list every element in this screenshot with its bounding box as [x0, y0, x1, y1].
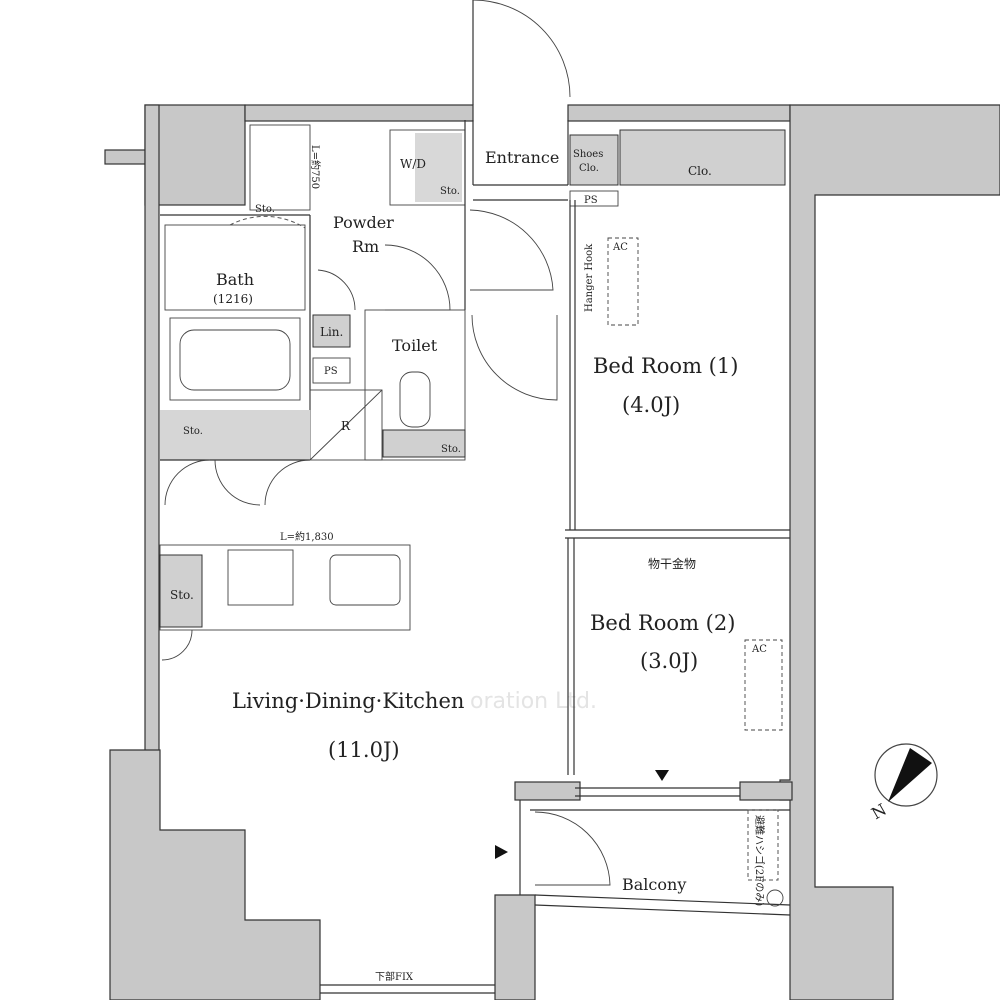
washer-dryer-label: W/D — [400, 157, 426, 171]
room-label-bath: Bath — [216, 270, 254, 289]
room-label-bedroom-1: Bed Room (1) — [593, 354, 738, 378]
storage-label: Sto. — [183, 426, 203, 437]
storage-label: Sto. — [441, 444, 461, 455]
ac-label-2: AC — [751, 644, 767, 655]
ps-label-entrance: PS — [584, 195, 598, 206]
watermark: oration Ltd. — [470, 689, 597, 714]
bath-size: (1216) — [213, 292, 253, 306]
exterior-walls — [104, 104, 1000, 1000]
refrigerator-label: R — [341, 419, 351, 433]
room-label-entrance: Entrance — [485, 148, 559, 167]
compass-north-label: N — [868, 800, 890, 823]
north-compass-icon: N — [868, 743, 938, 823]
escape-ladder-label: 避難ハシゴ(2Fのみ) — [753, 815, 766, 906]
washstand-length: L=約750 — [309, 145, 322, 189]
linen-label: Lin. — [320, 325, 343, 339]
room-label-powder-2: Rm — [352, 237, 379, 256]
lower-fix-label: 下部FIX — [375, 970, 414, 983]
ps-label-bath: PS — [324, 366, 338, 377]
ac-label-1: AC — [612, 242, 628, 253]
interior-walls — [159, 120, 791, 994]
hanger-hook-label: Hanger Hook — [584, 243, 595, 312]
drying-hardware-label: 物干金物 — [648, 556, 696, 571]
room-label-toilet: Toilet — [392, 336, 438, 355]
bedroom-1-size: (4.0J) — [622, 393, 680, 417]
entry-arrow-icon — [495, 845, 508, 859]
room-label-bedroom-2: Bed Room (2) — [590, 611, 735, 635]
interior-doors[interactable] — [161, 209, 611, 886]
storage-label: Sto. — [170, 588, 194, 602]
room-label-powder: Powder — [333, 213, 394, 232]
storage-label: Sto. — [440, 186, 460, 197]
bedroom-2-size: (3.0J) — [640, 649, 698, 673]
room-label-balcony: Balcony — [622, 875, 686, 894]
storage-label: Sto. — [255, 204, 275, 215]
shoes-closet-label-2: Clo. — [579, 163, 599, 174]
ldk-size: (11.0J) — [328, 738, 400, 762]
entry-arrow-icon — [655, 770, 669, 781]
room-label-ldk: Living·Dining·Kitchen — [232, 689, 464, 713]
shoes-closet-label: Shoes — [573, 149, 603, 160]
kitchen-length: L=約1,830 — [280, 530, 334, 543]
entrance-door[interactable] — [472, 0, 571, 185]
closet-label: Clo. — [688, 164, 712, 178]
